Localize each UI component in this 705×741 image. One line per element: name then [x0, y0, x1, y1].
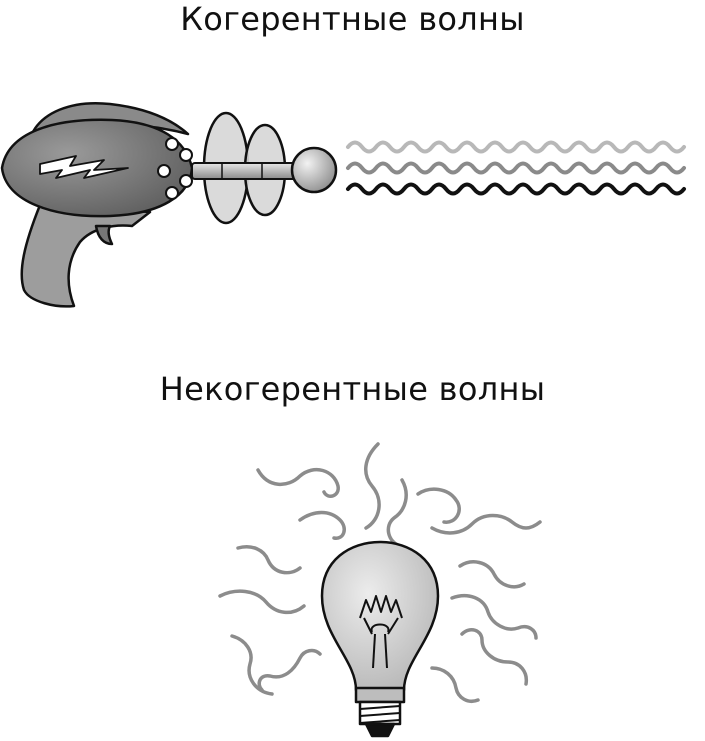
incoherent-wave [218, 589, 306, 615]
incoherent-waves [218, 442, 542, 703]
incoherent-wave [256, 467, 340, 498]
incoherent-waves-title: Некогерентные волны [159, 370, 546, 408]
lightning-decal [39, 155, 129, 179]
bulb-base [354, 686, 406, 704]
ray-gun-stud [179, 174, 193, 188]
coherent-wave-dark [346, 182, 686, 196]
ray-gun-trigger [94, 224, 114, 246]
ray-gun-icon [0, 102, 338, 308]
ray-gun-stud [179, 148, 193, 162]
incoherent-wave [230, 634, 274, 696]
ray-gun-stud [157, 164, 171, 178]
incoherent-wave [257, 648, 322, 692]
incoherent-wave [460, 628, 529, 686]
incoherent-wave [364, 442, 381, 530]
coherent-waves-title: Когерентные волны [180, 0, 525, 38]
light-bulb-icon [320, 540, 440, 738]
incoherent-wave [236, 545, 302, 575]
incoherent-wave [430, 513, 542, 535]
ray-gun-stud [165, 137, 179, 151]
ray-gun-grip [20, 203, 152, 308]
ray-gun-stud [165, 186, 179, 200]
incoherent-wave [416, 487, 461, 524]
coherent-waves [346, 140, 686, 196]
incoherent-wave [386, 478, 408, 548]
bulb-contact [364, 722, 396, 738]
incoherent-wave [450, 593, 538, 640]
incoherent-wave [298, 510, 346, 540]
bulb-filament [359, 595, 403, 669]
incoherent-wave [458, 560, 526, 589]
coherent-wave-light [346, 140, 686, 154]
emitter-ball [290, 146, 338, 194]
bulb-glass [320, 540, 440, 692]
incoherent-wave [430, 666, 480, 703]
coherent-wave-mid [346, 161, 686, 175]
emitter-rod [191, 162, 303, 180]
